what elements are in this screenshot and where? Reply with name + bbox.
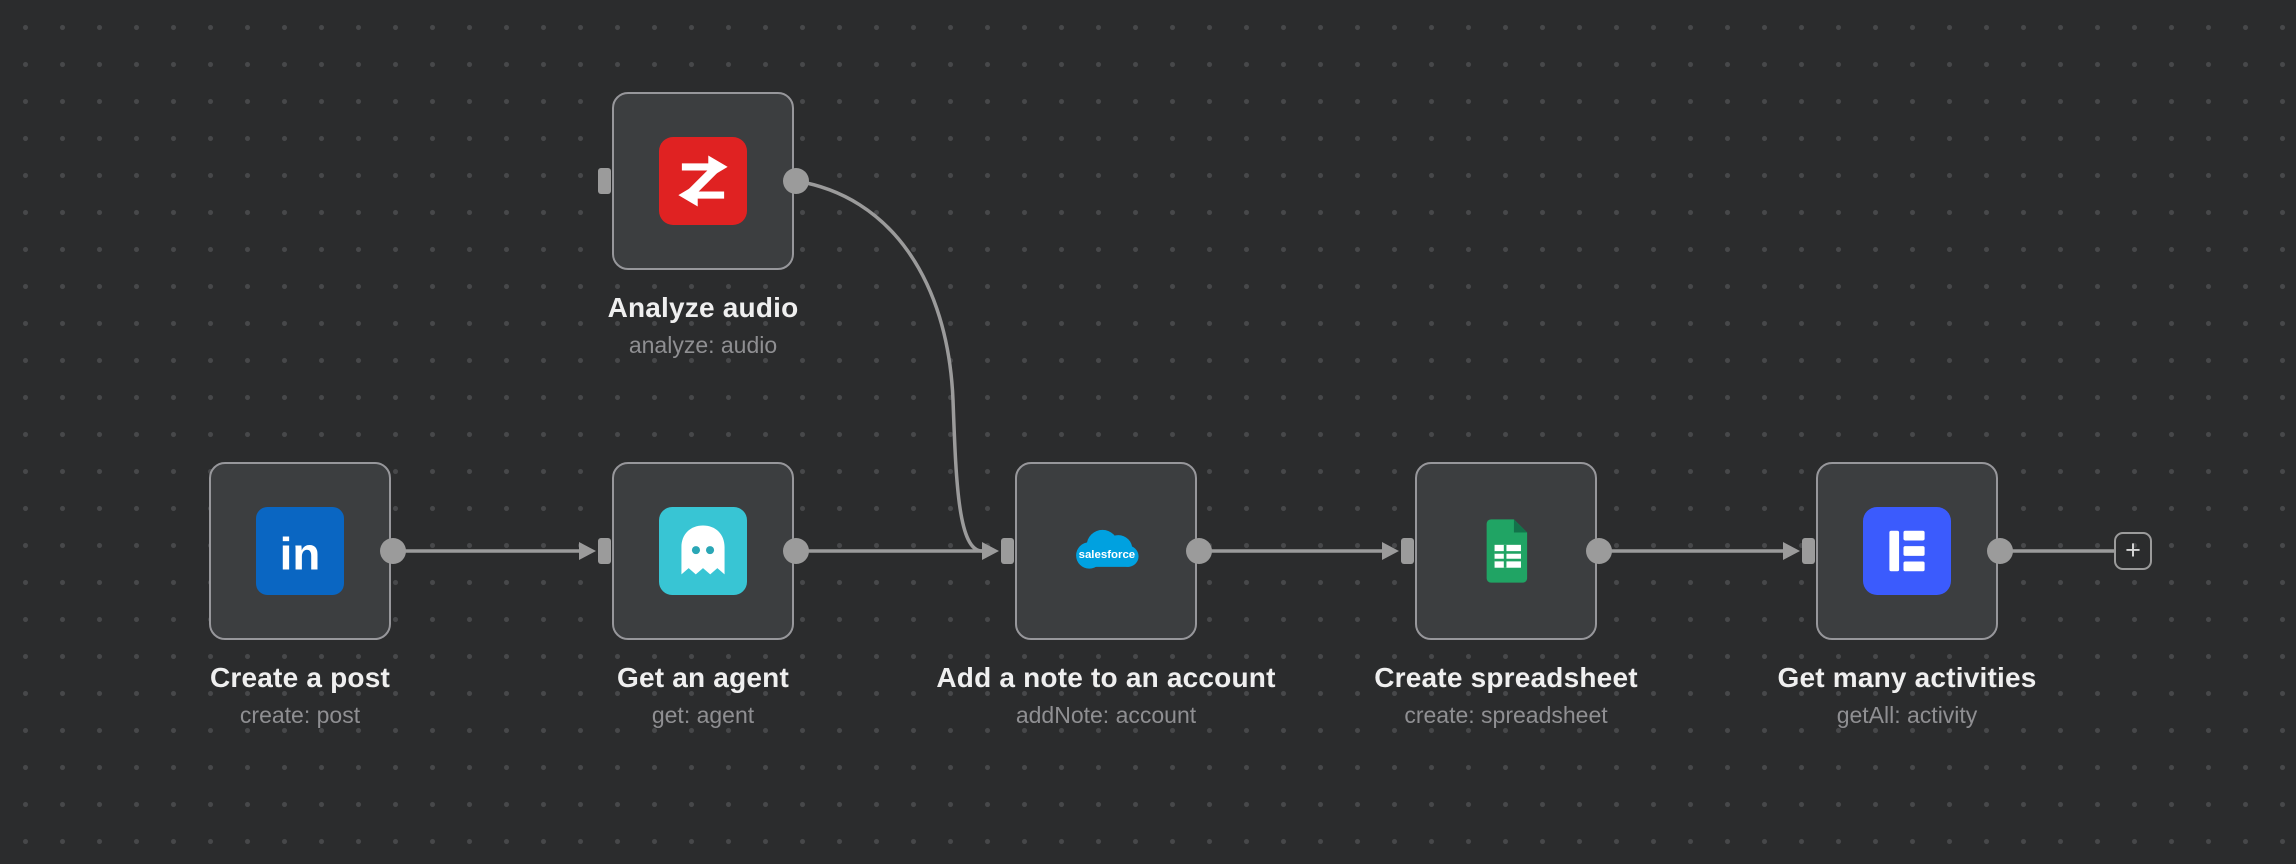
linkedin-icon-text: in [280,528,321,579]
node-box[interactable] [1816,462,1998,640]
node-subtitle: analyze: audio [628,332,778,358]
node-get-many-activities[interactable]: Get many activities getAll: activity [1777,462,2036,728]
input-connector[interactable] [1802,538,1815,564]
connection-arrow [579,542,596,560]
node-subtitle: addNote: account [1015,702,1197,728]
input-connector[interactable] [598,168,611,194]
input-connector[interactable] [598,538,611,564]
node-subtitle: create: spreadsheet [1404,702,1608,728]
node-title: Create a post [210,662,390,693]
node-get-an-agent[interactable]: Get an agent get: agent [612,462,794,728]
node-create-spreadsheet[interactable]: Create spreadsheet create: spreadsheet [1374,462,1638,728]
node-title: Get an agent [617,662,789,693]
connection-arrow [1382,542,1399,560]
connection-arrow [1783,542,1800,560]
node-subtitle: get: agent [651,702,755,728]
salesforce-cloud-icon: salesforce [1076,529,1139,569]
node-title: Create spreadsheet [1374,662,1638,693]
add-node-button[interactable]: + [2114,532,2152,570]
google-sheets-icon [1486,519,1528,583]
ghost-icon [659,507,747,595]
linkedin-icon: in [256,507,344,595]
node-box[interactable] [612,462,794,640]
node-subtitle: getAll: activity [1836,702,1978,728]
node-analyze-audio[interactable]: Analyze audio analyze: audio [608,92,798,358]
node-title: Get many activities [1777,662,2037,693]
input-connector[interactable] [1401,538,1414,564]
blue-e-bars-icon [1863,507,1951,595]
node-subtitle: create: post [239,702,361,728]
connection-line-curved[interactable] [795,179,983,553]
node-title: Analyze audio [607,292,799,323]
node-title: Add a note to an account [936,662,1276,693]
node-box[interactable]: salesforce [1015,462,1197,640]
input-connector[interactable] [1001,538,1014,564]
salesforce-icon-text: salesforce [1079,549,1136,561]
node-box[interactable] [1415,462,1597,640]
node-create-a-post[interactable]: in Create a post create: post [209,462,391,728]
red-z-arrows-icon [659,137,747,225]
connection-arrow [982,542,999,560]
node-add-note-to-account[interactable]: salesforce Add a note to an account addN… [936,462,1275,728]
node-box[interactable] [612,92,794,270]
node-box[interactable]: in [209,462,391,640]
